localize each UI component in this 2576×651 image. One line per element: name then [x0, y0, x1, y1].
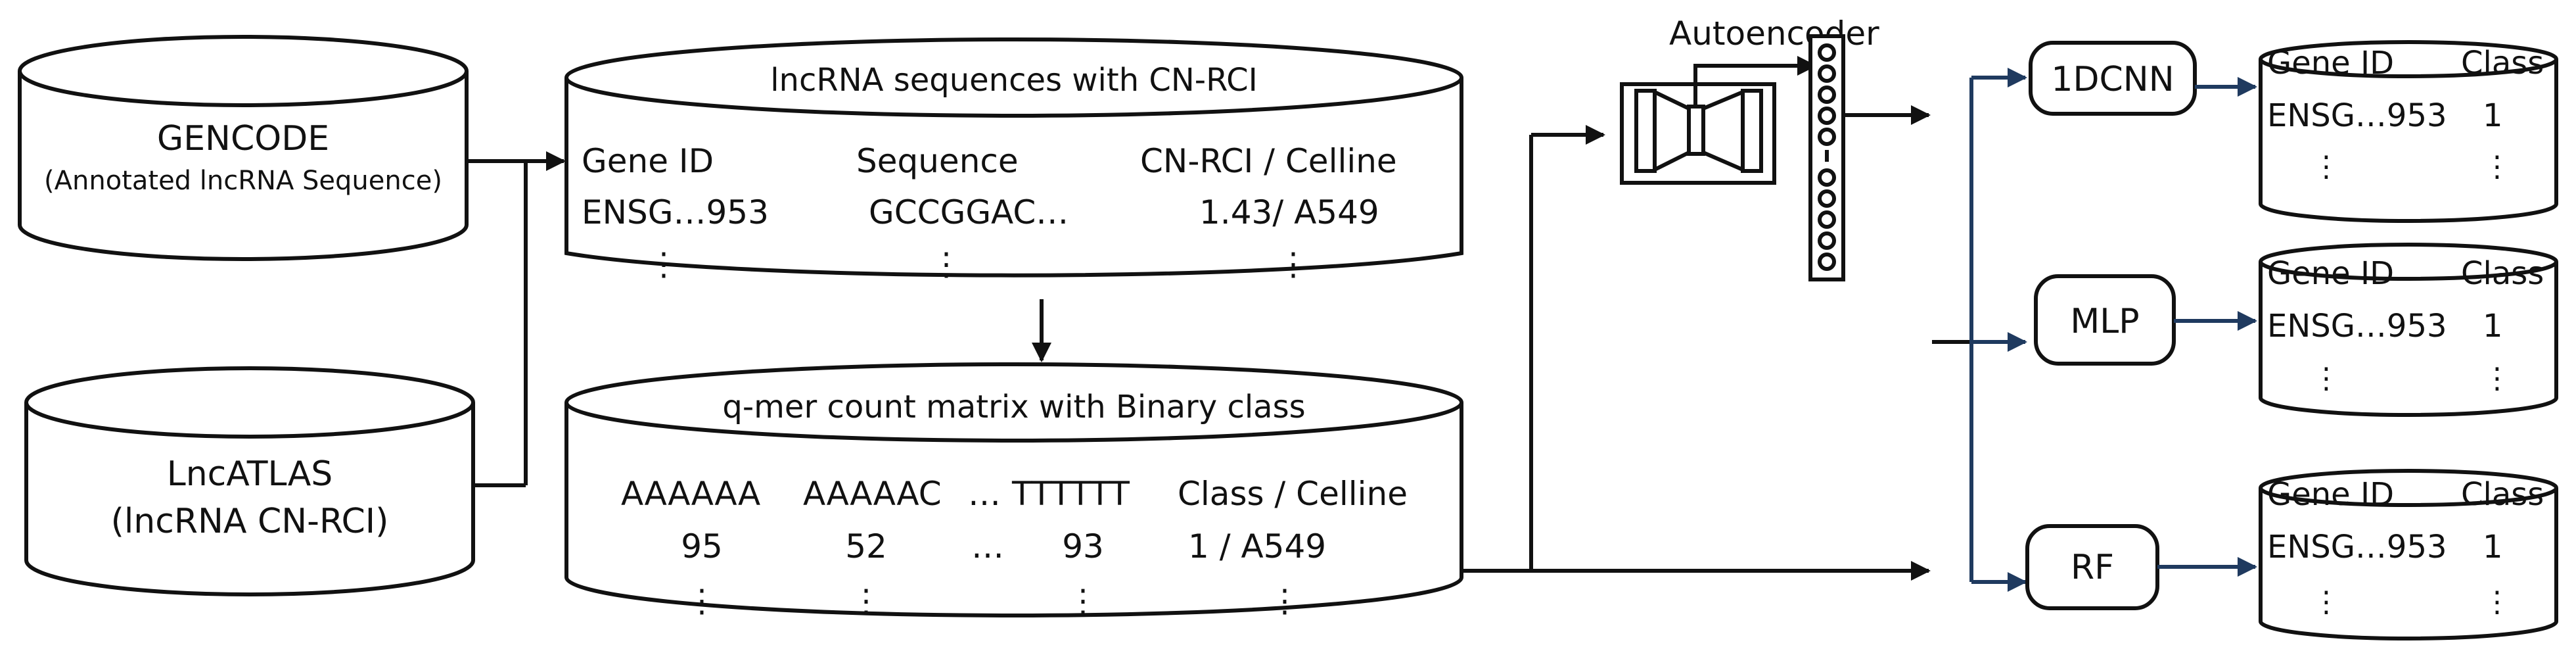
- model-1dcnn-label: 1DCNN: [2051, 60, 2174, 99]
- gencode-title: GENCODE: [157, 119, 329, 158]
- seq-cell-gene-id: ENSG…953: [582, 193, 769, 231]
- model-mlp-label: MLP: [2070, 302, 2139, 341]
- result-rf-cell-class: 1: [2483, 529, 2503, 566]
- result-rf-cell-gene: ENSG…953: [2267, 529, 2447, 566]
- result-1dcnn-cell-class: 1: [2483, 97, 2503, 134]
- lncatlas-database: LncATLAS (lncRNA CN-RCI): [24, 366, 475, 596]
- qmer-header-aaaaaa: AAAAAA: [621, 475, 760, 513]
- result-mlp-header-class: Class: [2461, 255, 2544, 292]
- result-mlp: Gene ID Class ENSG…953 1 ⋮ ⋮: [2259, 243, 2558, 417]
- result-mlp-ellipsis-1: ⋮: [2312, 362, 2341, 395]
- database-connectors: [467, 151, 566, 487]
- autoencoder-block: Autoencoder: [1620, 14, 1879, 281]
- model-1dcnn: 1DCNN: [2029, 41, 2197, 116]
- result-rf: Gene ID Class ENSG…953 1 ⋮ ⋮: [2259, 469, 2558, 640]
- lncatlas-title: LncATLAS: [167, 454, 333, 494]
- model-rf: RF: [2025, 524, 2159, 610]
- seq-ellipsis-2: ⋮: [931, 246, 962, 283]
- qmer-header-tttttt: TTTTTT: [1011, 475, 1130, 513]
- qmer-cell-ellipsis: …: [971, 527, 1004, 566]
- qmer-connectors: [1461, 125, 1931, 581]
- qmer-ellipsis-3: ⋮: [1067, 583, 1099, 619]
- result-1dcnn-header-gene: Gene ID: [2267, 45, 2394, 82]
- result-mlp-cell-gene: ENSG…953: [2267, 308, 2447, 345]
- qmer-cell-class: 1 / A549: [1188, 527, 1326, 566]
- seq-header-cnrci: CN-RCI / Celline: [1140, 142, 1397, 180]
- qmer-cell-95: 95: [681, 527, 723, 566]
- latent-layer: [1687, 105, 1705, 156]
- result-rf-header-gene: Gene ID: [2267, 476, 2394, 513]
- gencode-subtitle: (Annotated lncRNA Sequence): [44, 166, 442, 196]
- decoder-output-layer: [1741, 89, 1763, 173]
- result-1dcnn-cell-gene: ENSG…953: [2267, 97, 2447, 134]
- result-1dcnn-ellipsis-1: ⋮: [2312, 150, 2341, 183]
- result-1dcnn-header-class: Class: [2461, 45, 2544, 82]
- seq-ellipsis-3: ⋮: [1277, 246, 1309, 283]
- autoencoder-label: Autoencoder: [1669, 14, 1879, 53]
- result-1dcnn-ellipsis-2: ⋮: [2483, 150, 2512, 183]
- qmer-cell-93: 93: [1062, 527, 1104, 566]
- result-rf-ellipsis-2: ⋮: [2483, 585, 2512, 619]
- qmer-header-aaaaac: AAAAAC: [803, 475, 942, 513]
- seq-header-gene-id: Gene ID: [582, 142, 714, 180]
- seq-cell-sequence: GCCGGAC…: [869, 193, 1069, 231]
- model-rf-label: RF: [2071, 548, 2114, 587]
- result-1dcnn: Gene ID Class ENSG…953 1 ⋮ ⋮: [2259, 40, 2558, 223]
- qmer-header-class: Class / Celline: [1178, 475, 1408, 513]
- model-split-connectors: [1932, 68, 2027, 592]
- result-rf-ellipsis-1: ⋮: [2312, 585, 2341, 619]
- qmer-ellipsis-2: ⋮: [850, 583, 882, 619]
- lncatlas-subtitle: (lncRNA CN-RCI): [111, 502, 389, 541]
- result-mlp-header-gene: Gene ID: [2267, 255, 2394, 292]
- qmer-cell-52: 52: [845, 527, 887, 566]
- seq-header-sequence: Sequence: [856, 142, 1019, 180]
- gencode-database: GENCODE (Annotated lncRNA Sequence): [18, 35, 469, 261]
- seq-ellipsis-1: ⋮: [648, 246, 679, 283]
- sequences-table: lncRNA sequences with CN-RCI Gene ID Seq…: [564, 37, 1463, 283]
- model-result-arrows: [2157, 77, 2257, 577]
- sequences-table-title: lncRNA sequences with CN-RCI: [770, 62, 1258, 99]
- result-mlp-cell-class: 1: [2483, 308, 2503, 345]
- qmer-ellipsis-1: ⋮: [686, 583, 718, 619]
- qmer-table: q-mer count matrix with Binary class AAA…: [564, 362, 1463, 619]
- qmer-header-ellipsis: …: [968, 475, 1001, 513]
- seq-cell-cnrci: 1.43/ A549: [1199, 193, 1379, 231]
- model-mlp: MLP: [2034, 274, 2176, 366]
- result-mlp-ellipsis-2: ⋮: [2483, 362, 2512, 395]
- result-rf-header-class: Class: [2461, 476, 2544, 513]
- qmer-ellipsis-4: ⋮: [1269, 583, 1300, 619]
- qmer-table-title: q-mer count matrix with Binary class: [722, 389, 1305, 425]
- encoder-input-layer: [1634, 89, 1657, 173]
